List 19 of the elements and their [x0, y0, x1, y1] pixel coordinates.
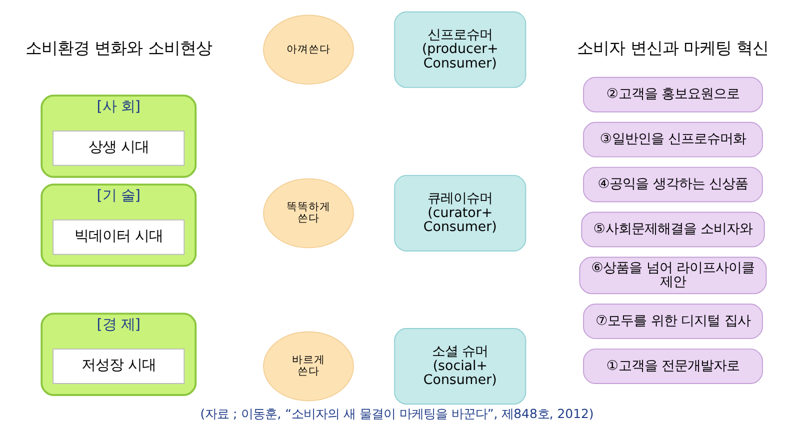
node-box: 신프로슈머 (producer+ Consumer)	[394, 11, 526, 88]
caption: (자료 ; 이동훈, “소비자의 새 물결이 마케팅을 바꾼다”, 제848호, 2012)	[200, 406, 594, 421]
node-box: ④공익을 생각하는 신상품	[583, 166, 763, 202]
node-box: 저성장 시대	[52, 348, 185, 384]
label: 소비환경 변화와 소비현상	[25, 38, 212, 58]
node-box: ⑦모두를 위한 디지털 집사	[583, 304, 763, 340]
node-ellipse: 똑똑하게 쓴다	[263, 178, 354, 248]
node-box: ⑤사회문제해결을 소비자와	[581, 212, 765, 248]
node-box: 소셜 슈머 (social+ Consumer)	[394, 328, 526, 405]
node-box: 상생 시대	[52, 130, 185, 166]
label: 소비자 변신과 마케팅 혁신	[577, 38, 769, 58]
node-box: ①고객을 전문개발자로	[583, 348, 763, 384]
node-box: 빅데이터 시대	[52, 219, 185, 255]
node-ellipse: 아껴쓴다	[263, 14, 354, 85]
node-box: ③일반인을 신프로슈머화	[583, 122, 763, 158]
node-ellipse: 바르게 쓴다	[263, 331, 354, 402]
node-box: 큐레이슈머 (curator+ Consumer)	[394, 174, 526, 252]
node-box: ⑥상품을 넘어 라이프사이클 제안	[579, 256, 767, 294]
node-box: ②고객을 홍보요원으로	[583, 76, 763, 112]
